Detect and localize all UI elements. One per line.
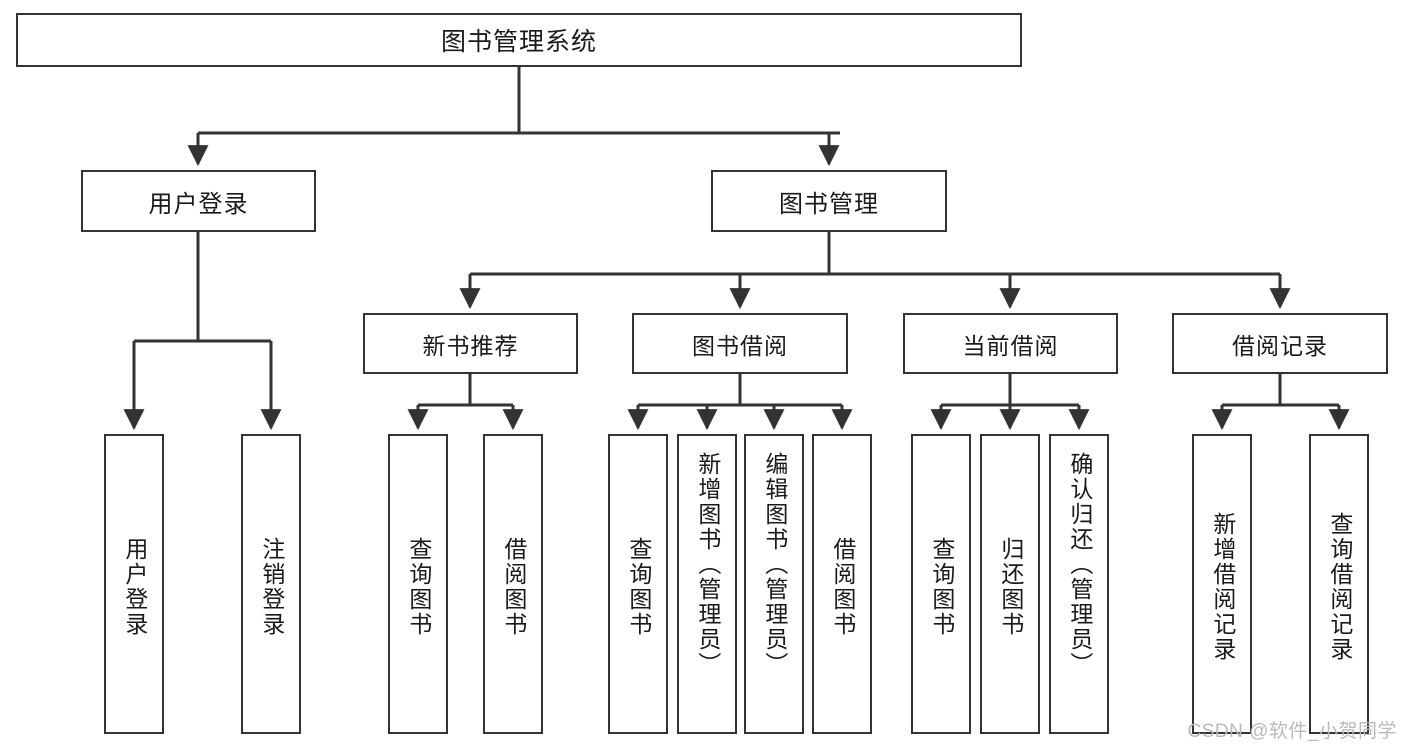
leaf-borrow-record-query-label: 查询借阅记录 [1326, 512, 1353, 662]
leaf-inner: 查询图书 [913, 442, 969, 732]
node-user-login-label: 用户登录 [148, 190, 249, 218]
leaf-borrow-record-add[interactable]: 新增借阅记录 [1192, 434, 1252, 734]
leaf-current-borrow-query[interactable]: 查询图书 [911, 434, 971, 734]
leaf-new-book-borrow[interactable]: 借阅图书 [483, 434, 543, 734]
leaf-new-book-borrow-label: 借阅图书 [500, 537, 527, 637]
node-borrow-record-label: 借阅记录 [1232, 332, 1328, 359]
node-current-borrow-label: 当前借阅 [962, 332, 1059, 359]
node-borrow-record[interactable]: 借阅记录 [1172, 313, 1388, 374]
leaf-borrow-record-add-label: 新增借阅记录 [1209, 512, 1236, 662]
leaf-book-borrow-borrow[interactable]: 借阅图书 [812, 434, 872, 734]
leaf-inner: 新增借阅记录 [1194, 442, 1250, 732]
leaf-book-borrow-add[interactable]: 新增图书（管理员） [677, 434, 737, 734]
node-book-management[interactable]: 图书管理 [711, 170, 947, 232]
leaf-current-borrow-return-label: 归还图书 [997, 537, 1024, 637]
leaf-book-borrow-borrow-label: 借阅图书 [829, 537, 856, 637]
leaf-inner: 归还图书 [982, 442, 1038, 732]
leaf-borrow-record-query[interactable]: 查询借阅记录 [1309, 434, 1369, 734]
leaf-inner: 新增图书（管理员） [679, 442, 735, 742]
leaf-inner: 借阅图书 [814, 442, 870, 732]
leaf-user-login-login-label: 用户登录 [121, 537, 148, 637]
leaf-inner: 注销登录 [243, 442, 299, 732]
leaf-current-borrow-query-label: 查询图书 [928, 537, 955, 637]
node-book-management-label: 图书管理 [779, 190, 879, 218]
leaf-inner: 查询借阅记录 [1311, 442, 1367, 732]
leaf-inner: 确认归还（管理员） [1051, 442, 1107, 742]
node-user-login[interactable]: 用户登录 [81, 170, 316, 232]
leaf-current-borrow-confirm[interactable]: 确认归还（管理员） [1049, 434, 1109, 734]
node-new-book-recommend-label: 新书推荐 [422, 332, 519, 359]
leaf-book-borrow-add-label: 新增图书（管理员） [694, 452, 721, 677]
leaf-inner: 查询图书 [390, 442, 446, 732]
leaf-user-login-login[interactable]: 用户登录 [104, 434, 164, 734]
leaf-new-book-query-label: 查询图书 [405, 537, 432, 637]
leaf-book-borrow-query-label: 查询图书 [625, 537, 652, 637]
node-root-label: 图书管理系统 [440, 28, 597, 56]
node-new-book-recommend[interactable]: 新书推荐 [363, 313, 578, 374]
leaf-book-borrow-query[interactable]: 查询图书 [608, 434, 668, 734]
csdn-watermark: CSDN @软件_小贺同学 [1187, 721, 1397, 742]
leaf-current-borrow-confirm-label: 确认归还（管理员） [1066, 452, 1093, 677]
node-current-borrow[interactable]: 当前借阅 [903, 313, 1118, 374]
leaf-inner: 借阅图书 [485, 442, 541, 732]
leaf-current-borrow-return[interactable]: 归还图书 [980, 434, 1040, 734]
leaf-user-login-logout[interactable]: 注销登录 [241, 434, 301, 734]
leaf-user-login-logout-label: 注销登录 [258, 537, 285, 637]
leaf-inner: 用户登录 [106, 442, 162, 732]
leaf-new-book-query[interactable]: 查询图书 [388, 434, 448, 734]
leaf-inner: 编辑图书（管理员） [746, 442, 802, 742]
node-book-borrow-label: 图书借阅 [692, 332, 788, 359]
leaf-book-borrow-edit-label: 编辑图书（管理员） [761, 452, 788, 677]
leaf-book-borrow-edit[interactable]: 编辑图书（管理员） [744, 434, 804, 734]
leaf-inner: 查询图书 [610, 442, 666, 732]
node-book-borrow[interactable]: 图书借阅 [632, 313, 848, 374]
node-root-book-management-system[interactable]: 图书管理系统 [16, 13, 1022, 67]
